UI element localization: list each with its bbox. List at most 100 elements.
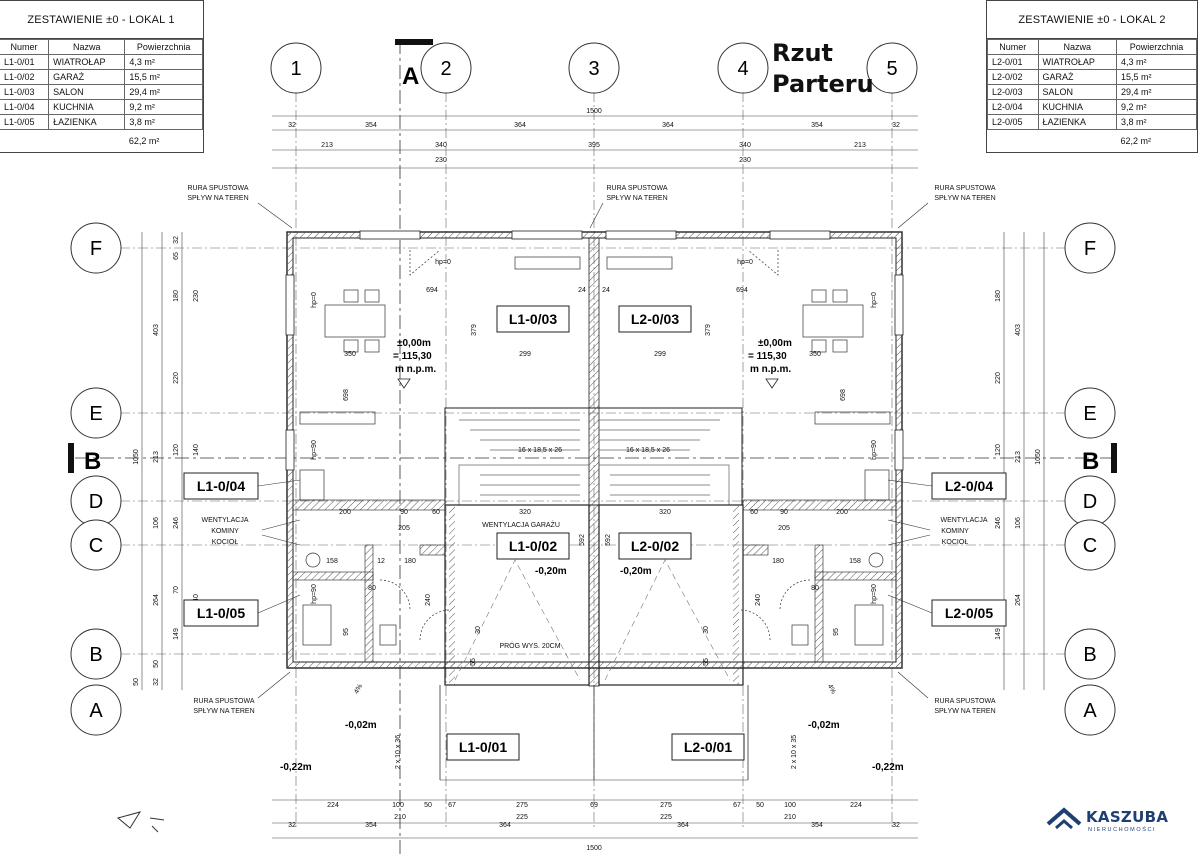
axis-label-a-right: A [1083, 700, 1097, 722]
room-label-l1-01: L1-0/01 [459, 739, 507, 755]
axis-label-4: 4 [737, 58, 748, 80]
dim-left-o2: 213 [153, 451, 160, 463]
cell-nazwa: GARAŻ [48, 69, 126, 85]
cell-numer: L2-0/03 [987, 84, 1039, 100]
room-label-l1-04: L1-0/04 [197, 478, 245, 494]
dim-int-698-r: 698 [840, 389, 847, 401]
dim-bot-2: 100 [392, 802, 404, 809]
dim-bot-6: 69 [590, 802, 598, 809]
col-header-numer: Numer [0, 39, 50, 55]
hp90-bath-l2: hp=90 [871, 584, 878, 604]
cell-nazwa: KUCHNIA [48, 99, 126, 115]
hp0-l2-side: hp=0 [871, 292, 878, 308]
top-dimension-labels: 1500 32 354 364 364 354 32 213 340 395 3… [288, 108, 900, 164]
cell-numer: L1-0/05 [0, 114, 50, 130]
dim-int-90-r: 90 [780, 509, 788, 516]
logo-name: KASZUBA [1086, 808, 1169, 826]
cell-powierzchnia: 9,2 m² [1116, 99, 1197, 115]
level-l2-garage: -0,20m [620, 566, 652, 577]
cell-nazwa: SALON [48, 84, 126, 100]
dim-int-95-r: 95 [833, 628, 840, 636]
col-header-powierzchnia: Powierzchnia [1116, 39, 1197, 55]
dim-int-80-l: 80 [368, 585, 376, 592]
room-label-l1-02: L1-0/02 [509, 538, 557, 554]
dim-int-698-l: 698 [343, 389, 350, 401]
dim-int-180-l: 180 [404, 558, 416, 565]
cell-numer: L2-0/02 [987, 69, 1039, 85]
dim-bot2-3: 210 [394, 814, 406, 821]
dim-bot-11: 224 [850, 802, 862, 809]
axis-label-e-right: E [1083, 403, 1096, 425]
section-b-right-marker [1111, 443, 1117, 473]
dim-int-95-l: 95 [343, 628, 350, 636]
dim-int-158-r: 158 [849, 558, 861, 565]
table-title: ZESTAWIENIE ±0 - LOKAL 2 [987, 1, 1197, 39]
stairs-l2: 16 x 18,5 x 26 [626, 447, 670, 454]
dim-left-i8: 246 [173, 517, 180, 529]
area-table-lokal-2: ZESTAWIENIE ±0 - LOKAL 2 Numer Nazwa Pow… [986, 0, 1198, 153]
grid-lines [120, 92, 1080, 830]
col-header-powierzchnia: Powierzchnia [124, 39, 203, 55]
dim-bot-total: 1500 [586, 845, 602, 852]
dim-bot-1: 224 [327, 802, 339, 809]
dim-int-200-l: 200 [339, 509, 351, 516]
dim-int-240-l: 240 [425, 594, 432, 606]
dim-int-205-r: 205 [778, 525, 790, 532]
vent-left-3: KOCIOŁ [212, 539, 239, 546]
dim-top-r2-3: 395 [588, 142, 600, 149]
slope-l2: 4% [826, 683, 837, 695]
cell-numer: L2-0/01 [987, 54, 1039, 70]
dim-int-320-l: 320 [519, 509, 531, 516]
dim-int-90-l: 90 [400, 509, 408, 516]
level-l1-zero: ±0,00m [397, 338, 431, 349]
room-labels: L1-0/03 L2-0/03 L1-0/04 L2-0/04 L1-0/02 … [183, 305, 1007, 761]
hp0-l2: hp=0 [737, 259, 753, 266]
dim-int-200-r: 200 [836, 509, 848, 516]
cell-numer: L1-0/01 [0, 54, 50, 70]
dim-int-592-r: 592 [605, 534, 612, 546]
dim-bot-8: 67 [733, 802, 741, 809]
dim-int-158-l: 158 [326, 558, 338, 565]
cell-nazwa: ŁAZIENKA [1037, 114, 1118, 130]
dim-left-i14: 50 [133, 678, 140, 686]
hp0-l1: hp=0 [435, 259, 451, 266]
dim-int-299-l: 299 [519, 351, 531, 358]
col-header-nazwa: Nazwa [1037, 39, 1118, 55]
cell-powierzchnia: 15,5 m² [124, 69, 203, 85]
cell-nazwa: WIATROŁAP [1037, 54, 1118, 70]
dim-int-299-r: 299 [654, 351, 666, 358]
axis-label-d-right: D [1083, 491, 1097, 513]
section-a-marker [395, 39, 433, 45]
dim-int-24-r: 24 [602, 287, 610, 294]
level-l1-entry: -0,02m [345, 720, 377, 731]
dim-bot2-5: 225 [516, 814, 528, 821]
level-l2-zero-3: m n.p.m. [750, 364, 791, 375]
dim-bot2-4: 364 [499, 822, 511, 829]
table-row: L1-0/01 WIATROŁAP 4,3 m² [0, 54, 203, 70]
title-line-1: Rzut [772, 39, 834, 67]
dim-top-r2b-2: 230 [739, 157, 751, 164]
shower-l1 [302, 604, 332, 646]
cell-powierzchnia: 3,8 m² [1116, 114, 1197, 130]
axis-label-3: 3 [588, 58, 599, 80]
section-b-left-marker [68, 443, 74, 473]
area-table-lokal-1: ZESTAWIENIE ±0 - LOKAL 1 Numer Nazwa Pow… [0, 0, 204, 153]
title-line-2: Parteru [772, 70, 874, 98]
table-row: L2-0/05 ŁAZIENKA 3,8 m² [987, 114, 1197, 130]
dim-top-r2-5: 213 [854, 142, 866, 149]
level-l2-zero-2: = 115,30 [748, 351, 787, 362]
section-a-label: A [402, 63, 419, 90]
level-outside-left: -0,22m [280, 762, 312, 773]
dim-int-205-l: 205 [398, 525, 410, 532]
table-row: L2-0/02 GARAŻ 15,5 m² [987, 69, 1197, 85]
stairs-l1: 16 x 18,5 x 26 [518, 447, 562, 454]
table-row: L2-0/03 SALON 29,4 m² [987, 84, 1197, 100]
dining-table-l2 [802, 304, 864, 338]
dim-int-350-r: 350 [809, 351, 821, 358]
vent-left-2: KOMINY [211, 528, 239, 535]
dim-bot-5: 275 [516, 802, 528, 809]
dim-int-694-r: 694 [736, 287, 748, 294]
axis-label-f-left: F [90, 238, 102, 260]
cell-nazwa: GARAŻ [1037, 69, 1118, 85]
